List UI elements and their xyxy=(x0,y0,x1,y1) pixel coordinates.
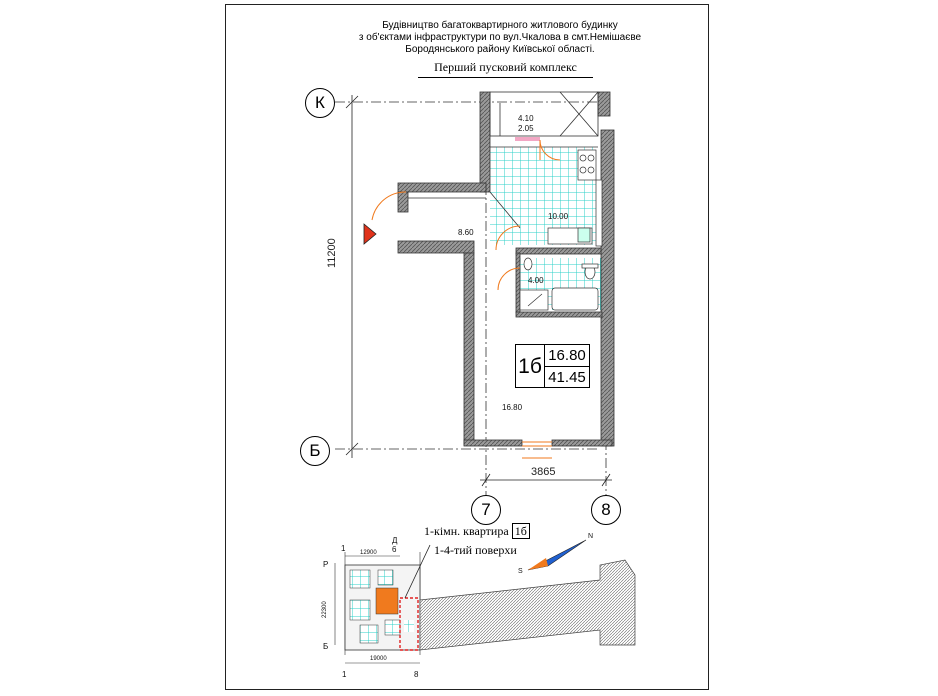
apartment-living-area: 16.80 xyxy=(545,345,589,367)
keyplan-axis-1-bottom: 1 xyxy=(342,670,347,679)
key-plan xyxy=(334,544,636,664)
balcony-area-top: 4.10 xyxy=(518,114,534,123)
bath-fixtures xyxy=(519,257,599,311)
horizontal-dimension xyxy=(480,473,612,487)
dimension-vertical: 11200 xyxy=(326,238,338,268)
door-swings xyxy=(371,139,561,459)
apartment-floors: 1-4-тий поверхи xyxy=(434,543,517,557)
header-line-2: з об'єктами інфраструктури по вул.Чкалов… xyxy=(358,32,642,43)
keyplan-axis-b: Б xyxy=(323,642,329,651)
compass-south: S xyxy=(518,568,523,575)
kitchen-fixtures xyxy=(547,149,603,247)
keyplan-axis-8: 8 xyxy=(414,670,419,679)
apartment-caption: 1-кімн. квартира 1б xyxy=(424,523,530,539)
apartment-code: 1б xyxy=(515,344,545,388)
balcony-rail xyxy=(515,137,540,141)
dimension-horizontal: 3865 xyxy=(531,466,556,478)
apartment-total-area: 41.45 xyxy=(548,369,586,386)
keyplan-dim-left: 22300 xyxy=(322,601,328,618)
keyplan-axis-d: Д xyxy=(392,536,398,545)
living-area: 16.80 xyxy=(502,403,523,412)
apartment-caption-code: 1б xyxy=(511,523,530,539)
project-header: Будівництво багатоквартирного житлового … xyxy=(330,20,670,56)
balcony-area-bottom: 2.05 xyxy=(518,124,534,133)
keyplan-dim-top: 12900 xyxy=(360,550,377,556)
axis-marker-8: 8 xyxy=(591,495,621,525)
keyplan-axis-r: Р xyxy=(323,560,329,569)
header-line-3: Бородянського району Київської області. xyxy=(405,44,595,55)
axis-marker-k: К xyxy=(305,88,335,118)
bath-area: 4.00 xyxy=(528,276,544,285)
partitions xyxy=(408,91,599,229)
vertical-dimension xyxy=(345,95,359,458)
living-window xyxy=(522,441,552,447)
keyplan-axis-1-top: 1 xyxy=(341,544,346,553)
axis-marker-b: Б xyxy=(300,436,330,466)
header-line-1: Будівництво багатоквартирного житлового … xyxy=(382,20,618,31)
compass xyxy=(527,539,587,571)
apartment-caption-text: 1-кімн. квартира xyxy=(424,524,509,538)
axis-marker-7: 7 xyxy=(471,495,501,525)
compass-north: N xyxy=(588,533,594,540)
walls xyxy=(397,91,615,447)
complex-subtitle: Перший пусковий комплекс xyxy=(418,60,593,78)
drawing-frame xyxy=(225,4,709,690)
kitchen-area: 10.00 xyxy=(548,212,569,221)
keyplan-dim-bottom: 19000 xyxy=(370,656,387,662)
hall-area: 8.60 xyxy=(458,228,474,237)
apartment-areas: 16.80 41.45 xyxy=(544,344,590,388)
entry-marker xyxy=(363,223,377,245)
keyplan-axis-6: 6 xyxy=(392,545,397,554)
